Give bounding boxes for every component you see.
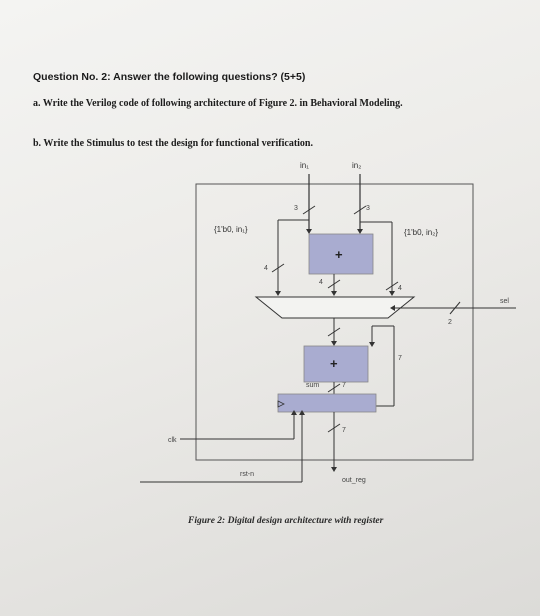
register-clock-marker <box>277 400 285 408</box>
left-mux-bus-tick <box>271 263 285 273</box>
question-part-b: b. Write the Stimulus to test the design… <box>33 138 313 149</box>
right-mux-width: 4 <box>398 285 402 292</box>
clk-arrowhead <box>291 410 297 415</box>
in2-label: in₂ <box>352 161 361 170</box>
mux-output-arrowhead <box>331 341 337 346</box>
adder-1-width: 4 <box>319 279 323 286</box>
concat-left-label: {1'b0, in₁} <box>214 225 248 234</box>
rst-arrowhead <box>299 410 305 415</box>
feedback-arrowhead <box>369 342 375 347</box>
in2-width: 3 <box>366 205 370 212</box>
adder-1-bus-tick <box>327 279 341 289</box>
mux-block <box>254 296 416 319</box>
in1-label: in₁ <box>300 161 309 170</box>
right-mux-arrowhead <box>389 291 395 296</box>
sel-label: sel <box>500 298 509 305</box>
in2-bus-tick <box>353 205 367 215</box>
in1-width: 3 <box>294 205 298 212</box>
adder-1-arrowhead <box>331 291 337 296</box>
question-part-a: a. Write the Verilog code of following a… <box>33 98 403 109</box>
feedback-width: 7 <box>398 355 402 362</box>
out-arrowhead <box>331 467 337 472</box>
in2-arrowhead <box>357 229 363 234</box>
in1-arrowhead <box>306 229 312 234</box>
sum-label: sum <box>306 382 319 389</box>
right-mux-bus-tick <box>385 281 399 291</box>
in1-bus-tick <box>302 205 316 215</box>
left-mux-arrowhead <box>275 291 281 296</box>
left-mux-width: 4 <box>264 265 268 272</box>
adder-2-block <box>303 345 369 383</box>
clk-label: clk <box>168 437 177 444</box>
out-label: out_reg <box>342 477 366 484</box>
rst-label: rst-n <box>240 471 254 478</box>
adder-2-symbol: + <box>330 356 338 371</box>
sel-bus-tick <box>449 301 461 315</box>
adder-1-block <box>308 233 374 275</box>
mux-output-bus-tick <box>327 327 341 337</box>
out-width: 7 <box>342 427 346 434</box>
sum-width: 7 <box>342 382 346 389</box>
question-heading: Question No. 2: Answer the following que… <box>33 71 306 83</box>
sel-width: 2 <box>448 319 452 326</box>
adder-1-symbol: + <box>335 247 343 262</box>
register-block <box>277 393 377 413</box>
sel-arrowhead <box>390 305 395 311</box>
figure-caption: Figure 2: Digital design architecture wi… <box>188 516 384 526</box>
concat-right-label: {1'b0, in₂} <box>404 228 438 237</box>
sum-bus-tick <box>327 383 341 393</box>
out-bus-tick <box>327 423 341 433</box>
